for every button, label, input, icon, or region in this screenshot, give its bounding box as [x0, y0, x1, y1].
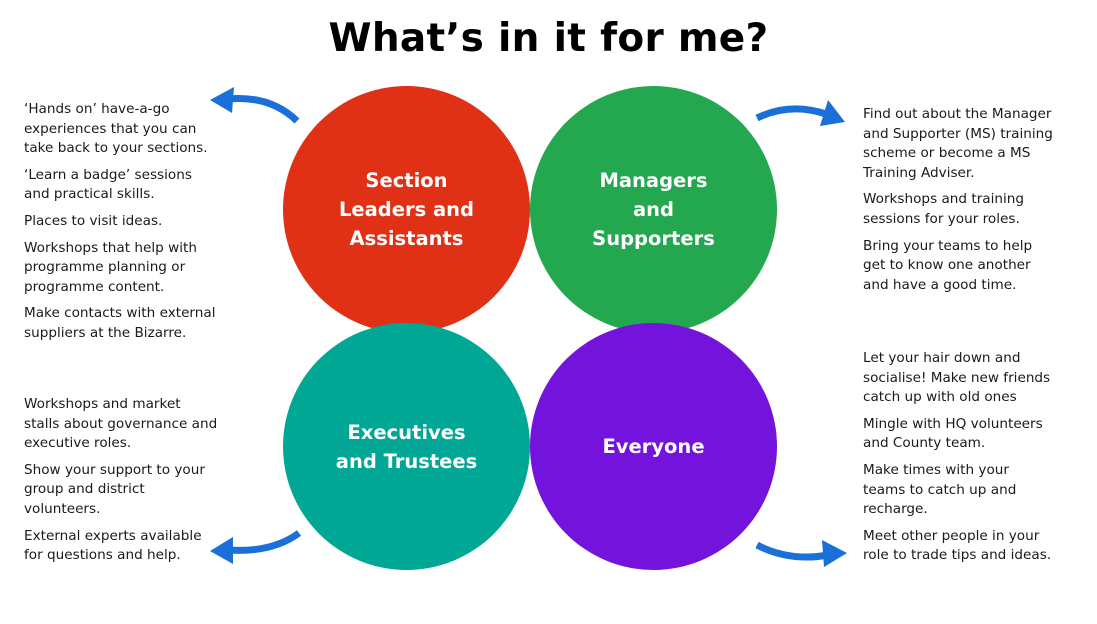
circle-label-line: and Trustees: [335, 449, 478, 473]
benefit-line: suppliers at the Bizarre.: [24, 324, 187, 341]
benefit-line: Make times with your: [863, 461, 1009, 478]
benefit-line: and practical skills.: [24, 186, 155, 203]
benefit-item: External experts available for questions …: [24, 527, 217, 566]
circle-label-line: Assistants: [349, 227, 464, 250]
benefit-line: Workshops and market: [24, 396, 181, 412]
benefit-line: Make contacts with external: [24, 305, 216, 322]
arrowhead-bottom-right-icon: [822, 540, 847, 567]
slide-title: What’s in it for me?: [328, 16, 769, 61]
circle-label-line: Supporters: [592, 227, 715, 250]
benefit-item: ‘Learn a badge’ sessions and practical sk…: [24, 166, 216, 205]
benefit-line: ‘Hands on’ have-a-go: [24, 101, 170, 117]
arrow-bottom-left-icon: [227, 530, 302, 554]
benefit-line: Workshops and training: [863, 191, 1025, 208]
arrowhead-top-left-icon: [210, 87, 234, 113]
benefit-line: Show your support to your: [24, 461, 205, 478]
circle-label: Executives and Trustees: [336, 418, 477, 476]
arrow-top-right-icon: [755, 105, 828, 122]
benefit-line: for questions and help.: [24, 547, 181, 564]
benefit-line: executive roles.: [24, 435, 132, 452]
benefit-line: volunteers.: [24, 500, 101, 517]
everyone-benefits: Let your hair down and socialise! Make ne…: [863, 349, 1051, 573]
benefit-line: and Supporter (MS) training: [863, 125, 1053, 142]
benefit-line: Training Adviser.: [863, 164, 975, 181]
circle-label-line: Managers: [599, 169, 708, 192]
benefit-item: Workshops and training sessions for your …: [863, 190, 1053, 229]
circle-everyone: Everyone: [530, 323, 777, 570]
benefit-line: Find out about the Manager: [863, 106, 1052, 122]
benefit-line: Let your hair down and: [863, 350, 1021, 366]
benefit-line: Bring your teams to help: [863, 237, 1033, 254]
benefit-line: role to trade tips and ideas.: [863, 547, 1052, 564]
circle-label-line: Everyone: [602, 435, 705, 458]
benefit-line: catch up with old ones: [863, 389, 1017, 406]
benefit-item: Mingle with HQ volunteers and County team…: [863, 415, 1051, 454]
benefit-line: ‘Learn a badge’ sessions: [24, 166, 192, 183]
arrowhead-top-right-icon: [820, 100, 845, 126]
circle-label-line: Executives: [347, 420, 466, 444]
executives-benefits: Workshops and market stalls about governa…: [24, 395, 217, 573]
managers-benefits: Find out about the Manager and Supporter …: [863, 105, 1053, 302]
benefit-line: teams to catch up and: [863, 481, 1017, 498]
benefit-line: External experts available: [24, 527, 202, 544]
benefit-line: scheme or become a MS: [863, 145, 1031, 162]
benefit-line: programme planning or: [24, 259, 186, 276]
section-leaders-benefits: ‘Hands on’ have-a-go experiences that you…: [24, 100, 216, 351]
benefit-line: Places to visit ideas.: [24, 212, 163, 229]
benefit-line: and have a good time.: [863, 276, 1017, 293]
arrow-bottom-right-icon: [755, 541, 829, 561]
benefit-item: Places to visit ideas.: [24, 212, 216, 232]
benefit-line: socialise! Make new friends: [863, 369, 1051, 386]
benefit-item: Bring your teams to help get to know one …: [863, 237, 1053, 296]
benefit-line: experiences that you can: [24, 120, 197, 137]
benefit-item: ‘Hands on’ have-a-go experiences that you…: [24, 100, 216, 159]
circle-label: Everyone: [602, 432, 704, 461]
benefit-item: Make contacts with external suppliers at …: [24, 304, 216, 343]
benefit-item: Meet other people in your role to trade t…: [863, 527, 1051, 566]
benefit-item: Make times with your teams to catch up an…: [863, 461, 1051, 520]
circle-executives-trustees: Executives and Trustees: [283, 323, 530, 570]
benefit-item: Workshops that help with programme planni…: [24, 239, 216, 298]
benefit-line: Mingle with HQ volunteers: [863, 415, 1043, 432]
benefit-item: Show your support to your group and distr…: [24, 461, 217, 520]
arrowhead-bottom-left-icon: [210, 537, 233, 564]
circle-label-line: and: [632, 198, 674, 221]
benefit-line: Meet other people in your: [863, 527, 1040, 544]
benefit-line: Workshops that help with: [24, 239, 197, 256]
benefit-line: recharge.: [863, 501, 928, 518]
circle-label-line: Leaders and: [338, 198, 474, 221]
benefit-line: stalls about governance and: [24, 415, 218, 432]
benefit-line: group and district: [24, 481, 145, 498]
benefit-item: Workshops and market stalls about governa…: [24, 395, 217, 454]
benefit-item: Find out about the Manager and Supporter …: [863, 105, 1053, 183]
arrow-top-left-icon: [227, 94, 300, 124]
benefit-line: sessions for your roles.: [863, 210, 1020, 227]
benefit-item: Let your hair down and socialise! Make ne…: [863, 349, 1051, 408]
benefit-line: and County team.: [863, 435, 986, 452]
benefit-line: get to know one another: [863, 257, 1031, 274]
circle-label-line: Section: [365, 169, 448, 192]
benefit-line: programme content.: [24, 278, 165, 295]
benefit-line: take back to your sections.: [24, 140, 208, 157]
